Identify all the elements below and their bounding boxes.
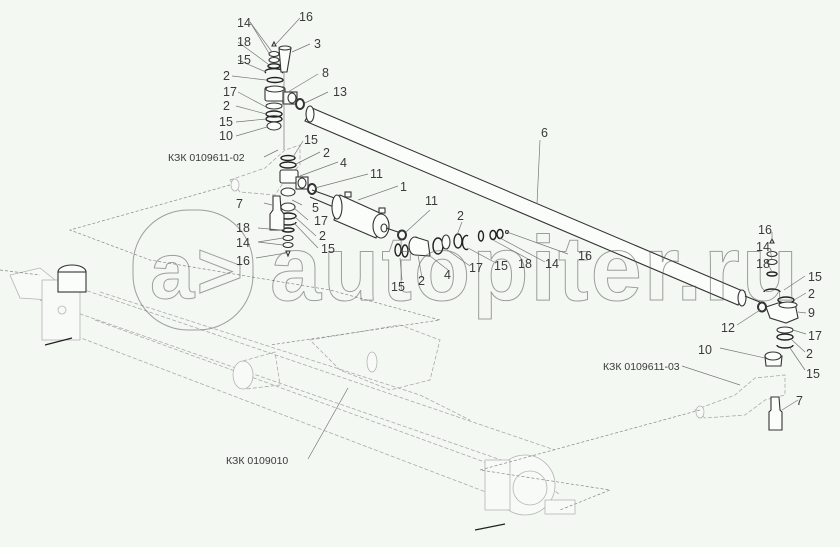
callout: 15 xyxy=(321,242,335,256)
tie-rod xyxy=(304,105,763,307)
callout: 8 xyxy=(322,66,329,80)
callout: 16 xyxy=(299,10,313,24)
callout: 4 xyxy=(444,268,451,282)
callout: 15 xyxy=(494,259,508,273)
callout: 2 xyxy=(223,99,230,113)
callout: 2 xyxy=(323,146,330,160)
right-steering-lever xyxy=(694,374,786,419)
callout: 4 xyxy=(340,156,347,170)
callout: 15 xyxy=(806,367,820,381)
watermark-text: autopiter.ru xyxy=(270,218,800,320)
callout: 12 xyxy=(721,321,735,335)
assembly-label-right-lever: КЗК 0109611-03 xyxy=(603,361,680,373)
callout: 1 xyxy=(400,180,407,194)
left-lower-ball-joint-stack xyxy=(269,154,317,258)
callout: 2 xyxy=(418,274,425,288)
callout: 3 xyxy=(314,37,321,51)
watermark-logo-glyph: a> xyxy=(150,226,245,315)
watermark-logo-frame xyxy=(132,209,254,331)
callout: 18 xyxy=(237,35,251,49)
watermark: a> autopiter.ru xyxy=(132,209,800,331)
callout: 2 xyxy=(319,229,326,243)
callouts-left-lower: 15 2 4 11 1 7 5 17 18 2 14 15 16 xyxy=(236,133,407,268)
callout: 10 xyxy=(698,343,712,357)
callout: 18 xyxy=(236,221,250,235)
callout: 15 xyxy=(391,280,405,294)
callout: 18 xyxy=(518,257,532,271)
callout: 16 xyxy=(578,249,592,263)
callouts-right: 16 14 18 15 2 9 12 17 10 2 15 7 xyxy=(698,223,822,408)
callout: 17 xyxy=(808,329,822,343)
leader-lines xyxy=(231,17,807,460)
callout: 11 xyxy=(370,167,383,181)
callout: 2 xyxy=(223,69,230,83)
callout: 15 xyxy=(219,115,233,129)
callout: 17 xyxy=(314,214,328,228)
callout: 7 xyxy=(796,394,803,408)
front-axle-beam xyxy=(9,264,576,531)
callout: 10 xyxy=(219,129,233,143)
callout: 15 xyxy=(304,133,318,147)
callout: 16 xyxy=(236,254,250,268)
callout: 2 xyxy=(808,287,815,301)
callout: 15 xyxy=(237,53,251,67)
callout: 14 xyxy=(237,16,251,30)
left-steering-lever xyxy=(229,144,301,196)
assembly-label-left-lever: КЗК 0109611-02 xyxy=(168,152,245,164)
callout: 14 xyxy=(236,236,250,250)
callout: 5 xyxy=(312,201,319,215)
top-left-ball-joint-stack xyxy=(264,40,305,150)
callout: 7 xyxy=(236,197,243,211)
callout: 2 xyxy=(457,209,464,223)
callout: 18 xyxy=(756,257,770,271)
callout-tie-rod: 6 xyxy=(541,126,548,140)
callout: 16 xyxy=(758,223,772,237)
center-seal-row xyxy=(394,228,510,258)
right-ball-joint-stack xyxy=(757,237,799,431)
callout: 9 xyxy=(808,306,815,320)
callout: 2 xyxy=(806,347,813,361)
callout: 15 xyxy=(808,270,822,284)
callout: 17 xyxy=(469,261,483,275)
callout: 14 xyxy=(756,240,770,254)
power-cylinder xyxy=(309,189,407,241)
callout: 11 xyxy=(425,194,438,208)
callout: 13 xyxy=(333,85,347,99)
callouts-top-left: 14 16 18 3 15 2 8 17 13 2 15 10 xyxy=(219,10,347,143)
callout: 17 xyxy=(223,85,237,99)
callouts-center: 11 2 16 2 4 17 15 18 14 15 xyxy=(391,194,592,294)
assembly-label-axle: КЗК 0109010 xyxy=(226,455,288,467)
callout: 14 xyxy=(545,257,559,271)
